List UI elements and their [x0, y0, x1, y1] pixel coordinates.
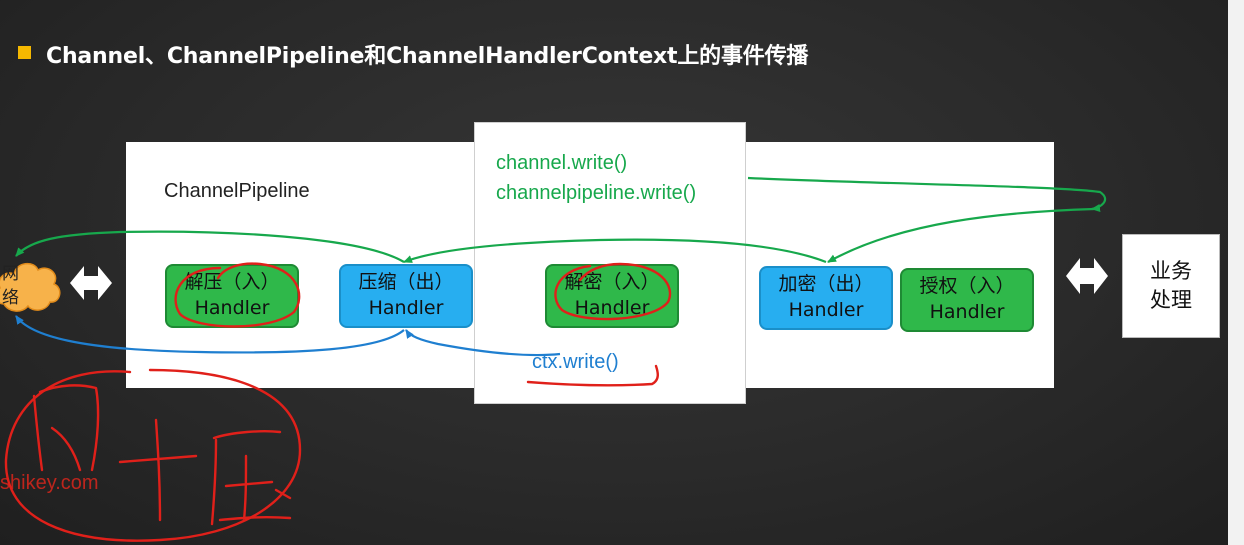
authorize-inbound-handler: 授权（入） Handler [900, 268, 1034, 332]
slide-title: Channel、ChannelPipeline和ChannelHandlerCo… [46, 44, 809, 69]
handler-name: 解压（入） [184, 271, 280, 293]
decompress-inbound-handler: 解压（入） Handler [165, 264, 299, 328]
encrypt-outbound-handler: 加密（出） Handler [759, 266, 893, 330]
handler-type: Handler [929, 301, 1005, 323]
handler-name: 压缩（出） [358, 271, 454, 293]
handler-type: Handler [368, 297, 444, 319]
double-arrow-icon [70, 266, 112, 300]
compress-outbound-handler: 压缩（出） Handler [339, 264, 473, 328]
pipeline-label: ChannelPipeline [164, 180, 310, 202]
handler-name: 加密（出） [778, 273, 874, 295]
network-label-line: 络 [2, 288, 19, 308]
annotation-big-circle [4, 368, 302, 542]
network-label: 网 络 [2, 262, 24, 310]
handler-type: Handler [788, 299, 864, 321]
annotation-glyph-1 [32, 384, 100, 472]
business-logic-box: 业务 处理 [1122, 234, 1220, 338]
decrypt-inbound-handler: 解密（入） Handler [545, 264, 679, 328]
handler-type: Handler [574, 297, 650, 319]
annotation-glyph-3 [210, 430, 292, 526]
network-label-line: 网 [2, 264, 19, 284]
handler-name: 授权（入） [919, 275, 1015, 297]
watermark: shikey.com [0, 472, 99, 494]
handler-type: Handler [194, 297, 270, 319]
ctx-write-code: ctx.write() [532, 351, 619, 373]
window-edge [1228, 0, 1244, 545]
handler-name: 解密（入） [564, 271, 660, 293]
annotation-glyph-plus [118, 418, 198, 522]
channel-write-code: channel.write() [496, 152, 628, 174]
business-label-line: 处理 [1150, 288, 1192, 312]
cloud-icon [0, 262, 61, 312]
business-label-line: 业务 [1150, 259, 1192, 283]
double-arrow-icon [1066, 258, 1108, 294]
pipeline-write-code: channelpipeline.write() [496, 182, 697, 204]
title-bullet-icon [18, 46, 31, 59]
